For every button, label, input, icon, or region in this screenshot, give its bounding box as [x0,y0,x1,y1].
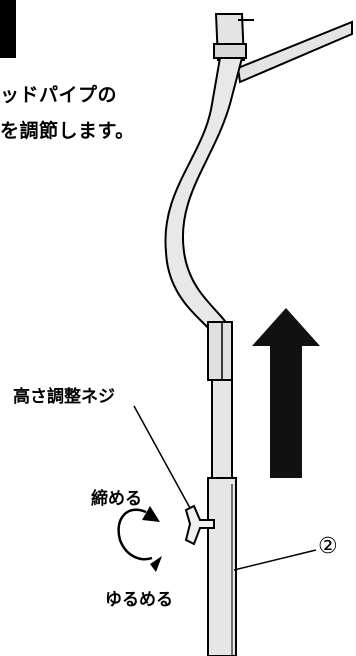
tighten-label: 締める [91,489,142,509]
loosen-label: ゆるめる [105,590,173,610]
heading-line-1: ッドパイプの [0,84,118,106]
rotate-arrows-icon [117,506,162,572]
support-arm [236,20,353,84]
section-tab [0,0,16,58]
part-leader-line [233,549,317,571]
knob-label: 高さ調整ネジ [13,387,115,407]
curved-neck [164,57,244,331]
part-number-label: ② [318,534,338,559]
up-arrow-icon [252,308,320,478]
adjust-knob [184,504,215,546]
inner-pipe [211,379,233,479]
top-clamp [213,43,247,59]
heading-line-2: を調節します。 [0,120,135,142]
upper-collar [207,321,233,381]
knob-leader-line [133,405,191,509]
